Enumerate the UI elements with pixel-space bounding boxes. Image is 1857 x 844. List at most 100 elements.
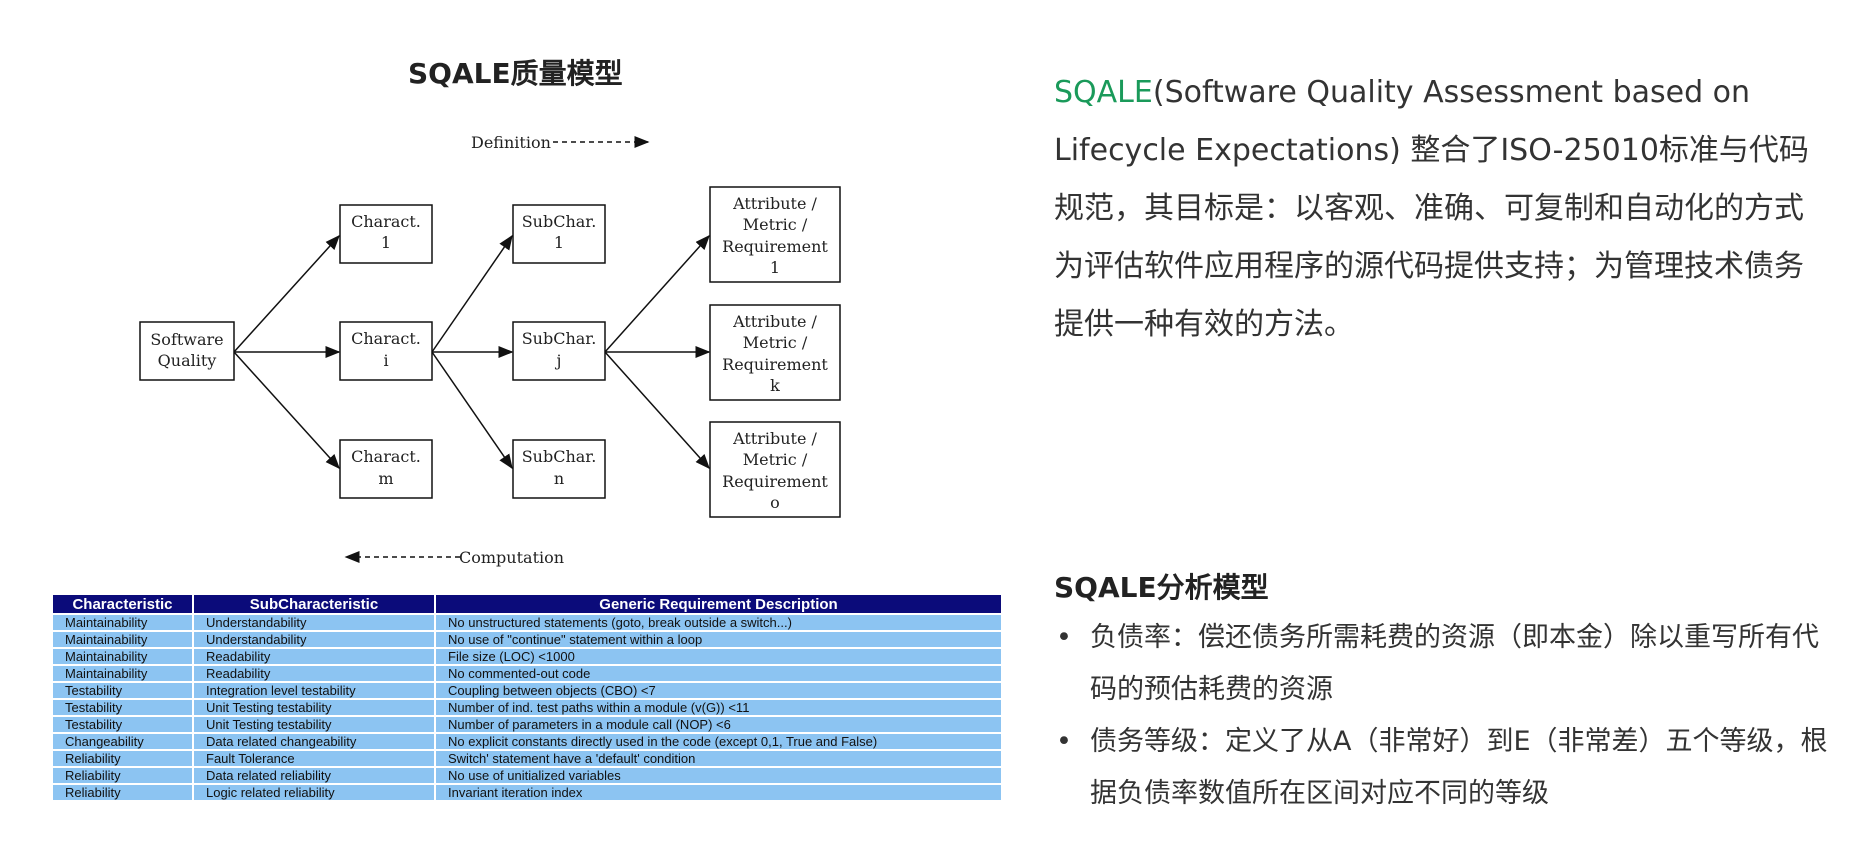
box-subchar-n <box>512 439 606 499</box>
box-attribute-1 <box>709 186 841 283</box>
software-quality-line2: Quality <box>158 351 217 370</box>
cell-subcharacteristic: Logic related reliability <box>194 785 434 800</box>
attribute-o-line3: Requirement <box>722 472 828 491</box>
cell-subcharacteristic: Understandability <box>194 615 434 630</box>
cell-subcharacteristic: Integration level testability <box>194 683 434 698</box>
cell-subcharacteristic: Understandability <box>194 632 434 647</box>
cell-characteristic: Reliability <box>53 768 192 783</box>
cell-characteristic: Testability <box>53 717 192 732</box>
cell-subcharacteristic: Data related changeability <box>194 734 434 749</box>
box-charact-1 <box>339 204 433 264</box>
bullet-dot-icon: • <box>1056 622 1072 653</box>
box-subchar-1 <box>512 204 606 264</box>
box-attribute-k <box>709 304 841 401</box>
cell-description: No use of "continue" statement within a … <box>436 632 1001 647</box>
cell-description: Number of ind. test paths within a modul… <box>436 700 1001 715</box>
subchar-n-line2: n <box>554 469 564 488</box>
attribute-o-line4: o <box>770 493 780 512</box>
attribute-o-line2: Metric / <box>743 450 808 469</box>
edge-charact-i-subchar-1 <box>431 234 513 353</box>
cell-description: Coupling between objects (CBO) <7 <box>436 683 1001 698</box>
table-header-row: Characteristic SubCharacteristic Generic… <box>53 595 1001 613</box>
subchar-1-line2: 1 <box>554 233 564 252</box>
cell-characteristic: Changeability <box>53 734 192 749</box>
charact-1-line1: Charact. <box>351 212 421 231</box>
bullet-text: 债务等级：定义了从A（非常好）到E（非常差）五个等级，根据负债率数值所在区间对应… <box>1090 726 1828 809</box>
sqale-intro-text: (Software Quality Assessment based on Li… <box>1054 75 1809 342</box>
cell-characteristic: Maintainability <box>53 632 192 647</box>
box-charact-i <box>339 321 433 381</box>
edge-subchar-j-attribute-o <box>604 351 711 470</box>
sqale-accent: SQALE <box>1054 75 1153 110</box>
list-item: • 负债率：偿还债务所需耗费的资源（即本金）除以重写所有代码的预估耗费的资源 <box>1054 612 1834 716</box>
subchar-j-line2: j <box>555 351 562 370</box>
charact-i-line1: Charact. <box>351 329 421 348</box>
software-quality-line1: Software <box>150 330 223 349</box>
cell-subcharacteristic: Unit Testing testability <box>194 700 434 715</box>
attribute-k-line3: Requirement <box>722 355 828 374</box>
sqale-intro: SQALE(Software Quality Assessment based … <box>1054 64 1828 354</box>
definition-label: Definition <box>471 133 551 152</box>
attribute-1-line3: Requirement <box>722 237 828 256</box>
attribute-1-line2: Metric / <box>743 215 808 234</box>
charact-m-line2: m <box>378 469 393 488</box>
cell-characteristic: Reliability <box>53 785 192 800</box>
cell-characteristic: Maintainability <box>53 649 192 664</box>
edge-charact-i-subchar-n <box>431 351 513 470</box>
attribute-k-line2: Metric / <box>743 333 808 352</box>
cell-description: File size (LOC) <1000 <box>436 649 1001 664</box>
list-item: • 债务等级：定义了从A（非常好）到E（非常差）五个等级，根据负债率数值所在区间… <box>1054 716 1834 820</box>
cell-description: Switch' statement have a 'default' condi… <box>436 751 1001 766</box>
subchar-n-line1: SubChar. <box>522 447 597 466</box>
cell-characteristic: Maintainability <box>53 666 192 681</box>
cell-description: No commented-out code <box>436 666 1001 681</box>
box-software-quality <box>139 321 235 381</box>
charact-1-line2: 1 <box>381 233 391 252</box>
bullet-text: 负债率：偿还债务所需耗费的资源（即本金）除以重写所有代码的预估耗费的资源 <box>1090 622 1819 705</box>
edge-sq-charact-1 <box>233 234 341 353</box>
cell-subcharacteristic: Readability <box>194 649 434 664</box>
charact-i-line2: i <box>383 351 388 370</box>
cell-characteristic: Maintainability <box>53 615 192 630</box>
box-attribute-o <box>709 421 841 518</box>
box-subchar-j <box>512 321 606 381</box>
edge-sq-charact-m <box>233 351 341 470</box>
cell-subcharacteristic: Fault Tolerance <box>194 751 434 766</box>
cell-description: Number of parameters in a module call (N… <box>436 717 1001 732</box>
cell-subcharacteristic: Readability <box>194 666 434 681</box>
bullet-dot-icon: • <box>1056 726 1072 757</box>
cell-description: No explicit constants directly used in t… <box>436 734 1001 749</box>
box-charact-m <box>339 439 433 499</box>
header-subcharacteristic: SubCharacteristic <box>194 595 434 613</box>
attribute-o-line1: Attribute / <box>732 429 817 448</box>
subchar-j-line1: SubChar. <box>522 329 597 348</box>
sqale-quality-model-diagram: Definition Software Quality Charact. 1 C… <box>139 133 841 567</box>
attribute-k-line4: k <box>770 376 780 395</box>
header-description: Generic Requirement Description <box>436 595 1001 613</box>
attribute-1-line1: Attribute / <box>732 194 817 213</box>
generic-requirements-table: Characteristic SubCharacteristic Generic… <box>51 593 1003 802</box>
cell-subcharacteristic: Unit Testing testability <box>194 717 434 732</box>
subchar-1-line1: SubChar. <box>522 212 597 231</box>
cell-characteristic: Reliability <box>53 751 192 766</box>
cell-description: Invariant iteration index <box>436 785 1001 800</box>
attribute-1-line4: 1 <box>770 258 780 277</box>
edge-subchar-j-attribute-1 <box>604 234 711 353</box>
charact-m-line1: Charact. <box>351 447 421 466</box>
computation-label: Computation <box>459 548 564 567</box>
analysis-title: SQALE分析模型 <box>1054 571 1269 604</box>
cell-description: No use of unitialized variables <box>436 768 1001 783</box>
cell-description: No unstructured statements (goto, break … <box>436 615 1001 630</box>
cell-subcharacteristic: Data related reliability <box>194 768 434 783</box>
